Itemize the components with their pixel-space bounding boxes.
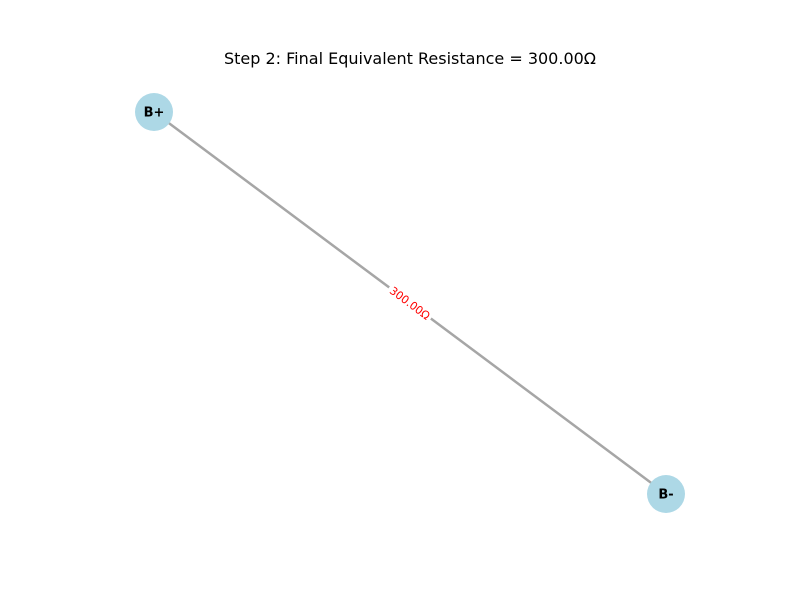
node-b-minus: B- (647, 475, 685, 513)
node-b-minus-circle (647, 475, 685, 513)
edge-label-background (384, 281, 436, 325)
diagram-title: Step 2: Final Equivalent Resistance = 30… (224, 49, 596, 68)
node-b-plus: B+ (135, 93, 173, 131)
node-b-plus-label: B+ (144, 106, 165, 121)
node-b-minus-label: B- (658, 488, 673, 503)
node-b-plus-circle (135, 93, 173, 131)
